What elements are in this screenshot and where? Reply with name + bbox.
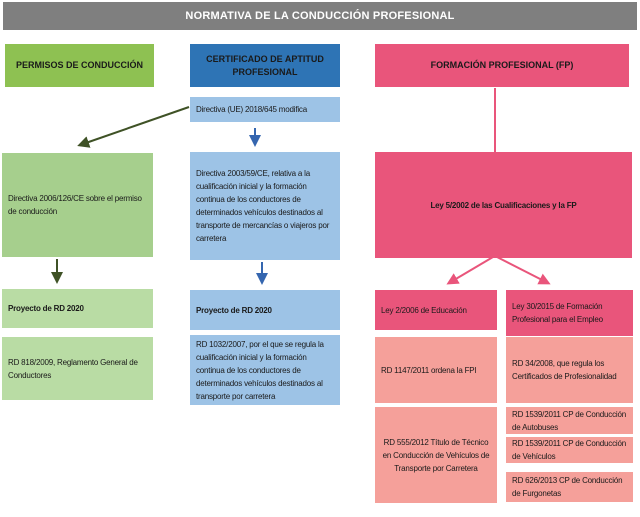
node-rd-34-2008: RD 34/2008, que regula los Certificados … <box>506 337 633 403</box>
column-header-cap: CERTIFICADO DE APTITUD PROFESIONAL <box>190 44 340 87</box>
arrow-ley5-to-ley30-2015 <box>496 256 551 285</box>
node-ley-30-2015: Ley 30/2015 de Formación Profesional par… <box>506 290 633 336</box>
node-rd-1539-2011-vehiculos: RD 1539/2011 CP de Conducción de Vehícul… <box>506 437 633 463</box>
node-ley-2-2006: Ley 2/2006 de Educación <box>375 290 497 330</box>
page-title: NORMATIVA DE LA CONDUCCIÓN PROFESIONAL <box>3 2 637 30</box>
node-rd-818-2009: RD 818/2009, Reglamento General de Condu… <box>2 337 153 400</box>
node-proyecto-rd-2020-cap: Proyecto de RD 2020 <box>190 290 340 330</box>
node-directiva-ue-2018-645: Directiva (UE) 2018/645 modifica <box>190 97 340 122</box>
node-directiva-2003-59: Directiva 2003/59/CE, relativa a la cual… <box>190 152 340 260</box>
node-directiva-2006-126: Directiva 2006/126/CE sobre el permiso d… <box>2 153 153 257</box>
arrow-ley5-to-ley2-2006 <box>446 256 494 285</box>
node-rd-555-2012: RD 555/2012 Título de Técnico en Conducc… <box>375 407 497 503</box>
node-proyecto-rd-2020-permisos: Proyecto de RD 2020 <box>2 289 153 328</box>
node-rd-1032-2007: RD 1032/2007, por el que se regula la cu… <box>190 335 340 405</box>
node-rd-1539-2011-autobuses: RD 1539/2011 CP de Conducción de Autobus… <box>506 407 633 434</box>
arrow-ue2018-to-directiva2006 <box>77 106 190 148</box>
node-rd-1147-2011: RD 1147/2011 ordena la FPI <box>375 337 497 403</box>
column-header-permisos: PERMISOS DE CONDUCCIÓN <box>5 44 154 87</box>
node-rd-626-2013: RD 626/2013 CP de Conducción de Furgonet… <box>506 472 633 502</box>
node-ley-5-2002: Ley 5/2002 de las Cualificaciones y la F… <box>375 152 632 258</box>
column-header-fp: FORMACIÓN PROFESIONAL (FP) <box>375 44 629 87</box>
